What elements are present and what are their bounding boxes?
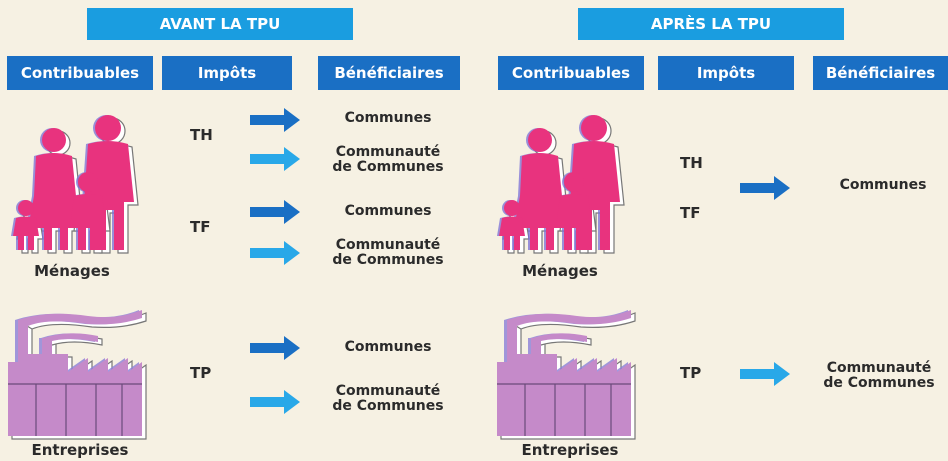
factory-icon: [497, 310, 636, 440]
arrow-icon: [250, 336, 300, 360]
tax-tp-right: TP: [680, 364, 702, 382]
households-icon: [11, 115, 139, 254]
tax-th-right: TH: [680, 154, 703, 172]
beneficiary-line: de Communes: [332, 159, 444, 175]
entreprises-label-left: Entreprises: [31, 441, 129, 459]
tax-th-left: TH: [190, 126, 213, 144]
beneficiary-line: Communauté: [335, 144, 441, 160]
beneficiary-communes: Communes: [839, 177, 927, 193]
header-impots-right: Impôts: [658, 56, 794, 90]
factory-icon: [8, 310, 147, 440]
arrow-icon: [250, 108, 300, 132]
beneficiary-communaute: Communauté de Communes: [318, 384, 458, 414]
header-impots-left: Impôts: [162, 56, 292, 90]
arrow-icon: [250, 241, 300, 265]
arrow-icon: [740, 362, 790, 386]
beneficiary-line: Communauté: [335, 383, 441, 399]
beneficiary-line: de Communes: [332, 398, 444, 414]
beneficiary-communaute: Communauté de Communes: [318, 238, 458, 268]
header-contribuables-left: Contribuables: [7, 56, 153, 90]
header-contribuables-right: Contribuables: [498, 56, 644, 90]
beneficiary-line: Communauté: [335, 237, 441, 253]
beneficiary-communes: Communes: [344, 110, 432, 126]
tax-tp-left: TP: [190, 364, 212, 382]
households-icon: [497, 115, 625, 254]
menages-label-right: Ménages: [522, 262, 598, 280]
beneficiary-communaute: Communauté de Communes: [318, 145, 458, 175]
header-beneficiaires-left: Bénéficiaires: [318, 56, 460, 90]
banner-apres: APRÈS LA TPU: [578, 8, 844, 40]
arrow-icon: [250, 200, 300, 224]
arrow-icon: [740, 176, 790, 200]
beneficiary-communes: Communes: [344, 339, 432, 355]
banner-avant: AVANT LA TPU: [87, 8, 353, 40]
entreprises-label-right: Entreprises: [521, 441, 619, 459]
tax-tf-left: TF: [190, 218, 211, 236]
beneficiary-line: de Communes: [332, 252, 444, 268]
tax-tf-right: TF: [680, 204, 701, 222]
menages-label-left: Ménages: [34, 262, 110, 280]
arrow-icon: [250, 147, 300, 171]
arrow-icon: [250, 390, 300, 414]
header-beneficiaires-right: Bénéficiaires: [813, 56, 948, 90]
beneficiary-line: Communauté: [826, 360, 932, 376]
beneficiary-communes: Communes: [344, 203, 432, 219]
beneficiary-communaute: Communauté de Communes: [810, 361, 948, 391]
beneficiary-line: de Communes: [823, 375, 935, 391]
